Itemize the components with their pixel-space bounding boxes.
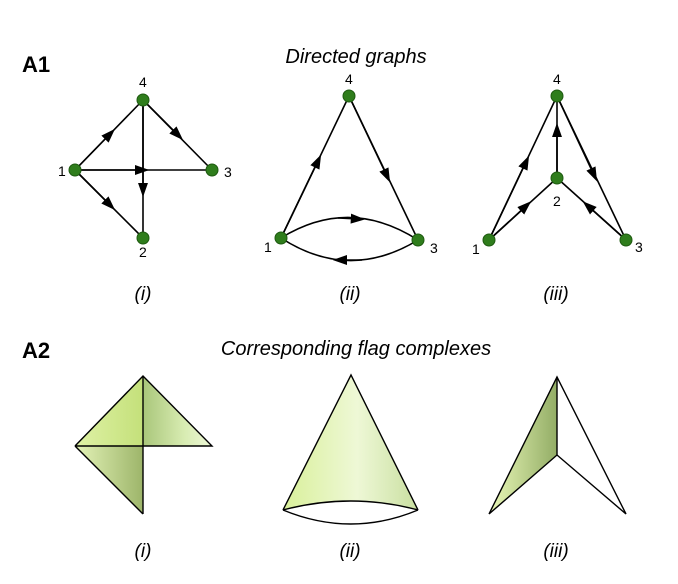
caption-a2-i: (i): [135, 541, 152, 562]
node-2: [136, 231, 150, 245]
edge-arrow-3-2: [582, 201, 627, 241]
caption-a1-i: (i): [135, 284, 152, 305]
node-4: [550, 89, 564, 103]
edge-arrow-1-4: [74, 128, 116, 171]
node-1: [274, 231, 288, 245]
directed-graph-i: 1 2 3 4: [58, 74, 232, 260]
panel-title-a1: Directed graphs: [285, 46, 426, 68]
directed-graph-iii: 1 2 3 4: [472, 71, 643, 257]
node-3: [205, 163, 219, 177]
node-label-2: 2: [553, 193, 561, 209]
edge-arrow-4-3: [556, 95, 598, 182]
node-label-1: 1: [58, 163, 66, 179]
node-label-4: 4: [139, 74, 147, 90]
edge-arrow-1-4: [488, 155, 530, 241]
cone-upper-rim: [282, 500, 419, 511]
node-label-3: 3: [430, 240, 438, 256]
node-label-3: 3: [635, 239, 643, 255]
node-1: [68, 163, 82, 177]
caption-a2-ii: (ii): [339, 541, 360, 562]
panel-label-a2: A2: [22, 338, 50, 363]
caption-a2-iii: (iii): [543, 541, 568, 562]
node-2: [550, 171, 564, 185]
edge-arrow-1-4: [280, 154, 322, 239]
edge-arrow-4-3: [142, 99, 184, 141]
node-label-4: 4: [553, 71, 561, 87]
node-1: [482, 233, 496, 247]
edge-arrow-1-2: [488, 201, 532, 241]
outline: [488, 375, 627, 515]
node-4: [342, 89, 356, 103]
node-label-1: 1: [472, 241, 480, 257]
panel-title-a2: Corresponding flag complexes: [221, 338, 491, 360]
node-4: [136, 93, 150, 107]
node-label-3: 3: [224, 164, 232, 180]
cone-surface: [283, 375, 418, 510]
flag-complex-iii: [488, 375, 627, 515]
caption-a1-iii: (iii): [543, 284, 568, 305]
edge-1-2: [74, 445, 144, 515]
flag-complex-ii: [282, 373, 419, 525]
edge-arrow-4-3: [348, 95, 391, 183]
directed-graph-ii: 1 3 4: [264, 71, 438, 266]
cone-sides: [282, 373, 419, 511]
panel-label-a1: A1: [22, 52, 50, 77]
edge-arrow-1-2: [74, 169, 116, 211]
node-3: [619, 233, 633, 247]
node-label-4: 4: [345, 71, 353, 87]
edge-1-3-upper: [280, 216, 419, 241]
node-label-1: 1: [264, 239, 272, 255]
edge-3-1-lower: [280, 237, 419, 262]
node-label-2: 2: [139, 244, 147, 260]
node-3: [411, 233, 425, 247]
caption-a1-ii: (ii): [339, 284, 360, 305]
flag-complex-i: [74, 374, 214, 515]
edge-arrow-1-3: [337, 213, 366, 224]
cone-lower-rim: [282, 509, 419, 525]
